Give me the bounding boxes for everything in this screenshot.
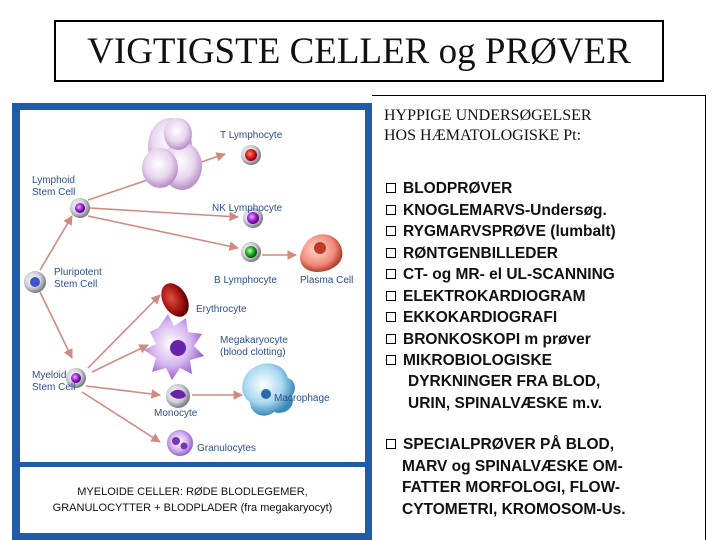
list-item: BRONKOSKOPI m prøver — [384, 329, 704, 351]
plasma-cell — [300, 234, 343, 272]
list-item: ELEKTROKARDIOGRAM — [384, 286, 704, 308]
granulocyte-cell — [167, 430, 193, 456]
special-tests-item: SPECIALPRØVER PÅ BLOD, MARV og SPINALVÆS… — [384, 434, 704, 520]
megakaryocyte-cell — [144, 314, 204, 380]
macrophage-cell — [242, 363, 295, 416]
label-megakaryocyte: Megakaryocyte(blood clotting) — [220, 335, 288, 358]
list-item: CT- og MR- el UL-SCANNING — [384, 264, 704, 286]
monocyte-cell — [166, 384, 190, 408]
checkbox-bullet-icon — [386, 290, 396, 301]
checkbox-bullet-icon — [386, 439, 396, 449]
diagram-caption: MYELOIDE CELLER: RØDE BLODLEGEMER, GRANU… — [20, 467, 365, 533]
list-item: KNOGLEMARVS-Undersøg. — [384, 200, 704, 222]
special-line-2: MARV og SPINALVÆSKE OM- — [402, 457, 623, 475]
label-thymus: thymus — [148, 198, 178, 208]
list-item: BLODPRØVER — [384, 178, 704, 200]
label-erythrocyte: Erythrocyte — [196, 304, 247, 315]
b-lymphocyte-cell — [241, 242, 261, 262]
caption-text: MYELOIDE CELLER: RØDE BLODLEGEMER, GRANU… — [52, 486, 333, 514]
checkbox-bullet-icon — [386, 333, 396, 344]
erythrocyte-cell — [161, 283, 189, 317]
checkbox-bullet-icon — [386, 226, 396, 236]
examinations-panel: HYPPIGE UNDERSØGELSER HOS HÆMATOLOGISKE … — [372, 95, 706, 540]
list-item: MIKROBIOLOGISKE — [384, 350, 704, 372]
label-nk-lymphocyte: NK Lymphocyte — [212, 203, 283, 214]
checkbox-bullet-icon — [386, 247, 396, 258]
heading-line-1: HYPPIGE UNDERSØGELSER — [384, 107, 592, 124]
nk-lymphocyte-cell — [243, 208, 263, 228]
myeloid-stem-cell — [66, 368, 86, 388]
list-item: EKKOKARDIOGRAFI — [384, 307, 704, 329]
list-item: RØNTGENBILLEDER — [384, 243, 704, 265]
checkbox-bullet-icon — [386, 312, 396, 322]
page-title: VIGTIGSTE CELLER og PRØVER — [54, 20, 664, 82]
label-t-lymphocyte: T Lymphocyte — [220, 130, 283, 141]
checkbox-bullet-icon — [386, 183, 396, 193]
list-item: RYGMARVSPRØVE (lumbalt) — [384, 221, 704, 243]
lymphoid-stem-cell — [70, 198, 90, 218]
list-item-continuation-2: URIN, SPINALVÆSKE m.v. — [408, 395, 603, 412]
thymus-organ — [142, 118, 202, 190]
special-line-3: FATTER MORFOLOGI, FLOW- — [402, 479, 621, 496]
t-lymphocyte-cell — [241, 145, 261, 165]
pluripotent-stem-cell — [24, 271, 46, 293]
checkbox-bullet-icon — [386, 355, 396, 365]
checkbox-bullet-icon — [386, 269, 396, 279]
label-granulocytes: Granulocytes — [197, 443, 256, 454]
checkbox-bullet-icon — [386, 204, 396, 215]
heading-line-2: HOS HÆMATOLOGISKE Pt: — [384, 127, 582, 144]
label-monocyte: Monocyte — [154, 408, 198, 419]
examinations-heading: HYPPIGE UNDERSØGELSER HOS HÆMATOLOGISKE … — [384, 106, 684, 146]
label-b-lymphocyte: B Lymphocyte — [214, 275, 277, 286]
label-plasma-cell: Plasma Cell — [300, 275, 353, 286]
special-line-4: CYTOMETRI, KROMOSOM-Us. — [402, 500, 626, 518]
label-macrophage: Macrophage — [274, 393, 330, 404]
special-line-1: SPECIALPRØVER PÅ BLOD, — [403, 436, 614, 453]
examinations-list: BLODPRØVER KNOGLEMARVS-Undersøg. RYGMARV… — [384, 178, 704, 372]
list-item-continuation-1: DYRKNINGER FRA BLOD, — [408, 373, 601, 390]
